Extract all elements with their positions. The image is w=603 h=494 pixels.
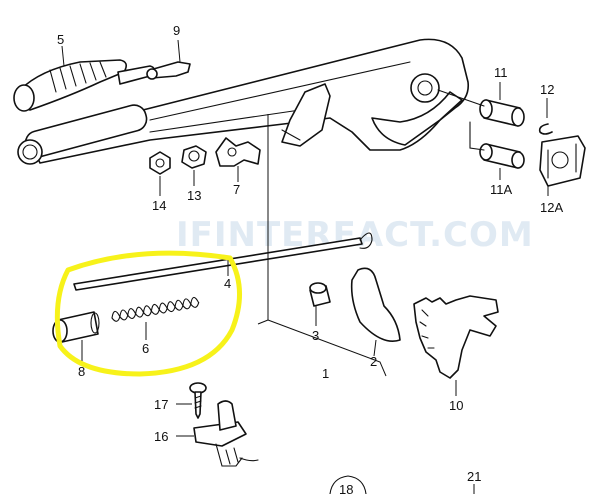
label-17: 17 <box>154 397 168 412</box>
label-18: 18 <box>339 482 353 494</box>
label-6: 6 <box>142 341 149 356</box>
label-12a: 12A <box>540 200 563 215</box>
pivot-pin-part <box>479 99 525 127</box>
switch-bracket-part <box>193 400 259 467</box>
label-5: 5 <box>57 32 64 47</box>
pin-part <box>309 282 331 307</box>
ratchet-segment-part <box>413 295 499 379</box>
label-9: 9 <box>173 23 180 38</box>
label-8: 8 <box>78 364 85 379</box>
label-21: 21 <box>467 469 481 484</box>
part-18-circle <box>329 475 367 494</box>
pawl-part <box>350 267 401 342</box>
cable-clamp-part <box>215 137 261 167</box>
nut-part <box>149 151 171 175</box>
highlight-outline <box>54 250 243 377</box>
label-11: 11 <box>494 65 508 80</box>
compression-spring-part <box>111 296 200 322</box>
label-12: 12 <box>540 82 554 97</box>
label-2: 2 <box>370 354 377 369</box>
bushing-part <box>181 145 207 169</box>
handbrake-lever <box>17 38 470 165</box>
label-13: 13 <box>187 188 201 203</box>
actuating-rod-part <box>73 232 373 291</box>
watermark-text: IFINTEREACT.COM <box>176 215 534 255</box>
bracket-12a-part <box>539 135 586 187</box>
label-11a: 11A <box>490 182 512 197</box>
label-4: 4 <box>224 276 231 291</box>
circlip-part <box>538 123 553 135</box>
label-10: 10 <box>449 398 463 413</box>
label-1: 1 <box>322 366 329 381</box>
release-pin-part <box>146 61 191 80</box>
label-3: 3 <box>312 328 319 343</box>
grip-sleeve-part <box>13 59 155 112</box>
screw-part <box>189 382 207 419</box>
label-7: 7 <box>233 182 240 197</box>
pivot-pin-11a-part <box>479 143 525 169</box>
label-16: 16 <box>154 429 168 444</box>
label-14: 14 <box>152 198 166 213</box>
